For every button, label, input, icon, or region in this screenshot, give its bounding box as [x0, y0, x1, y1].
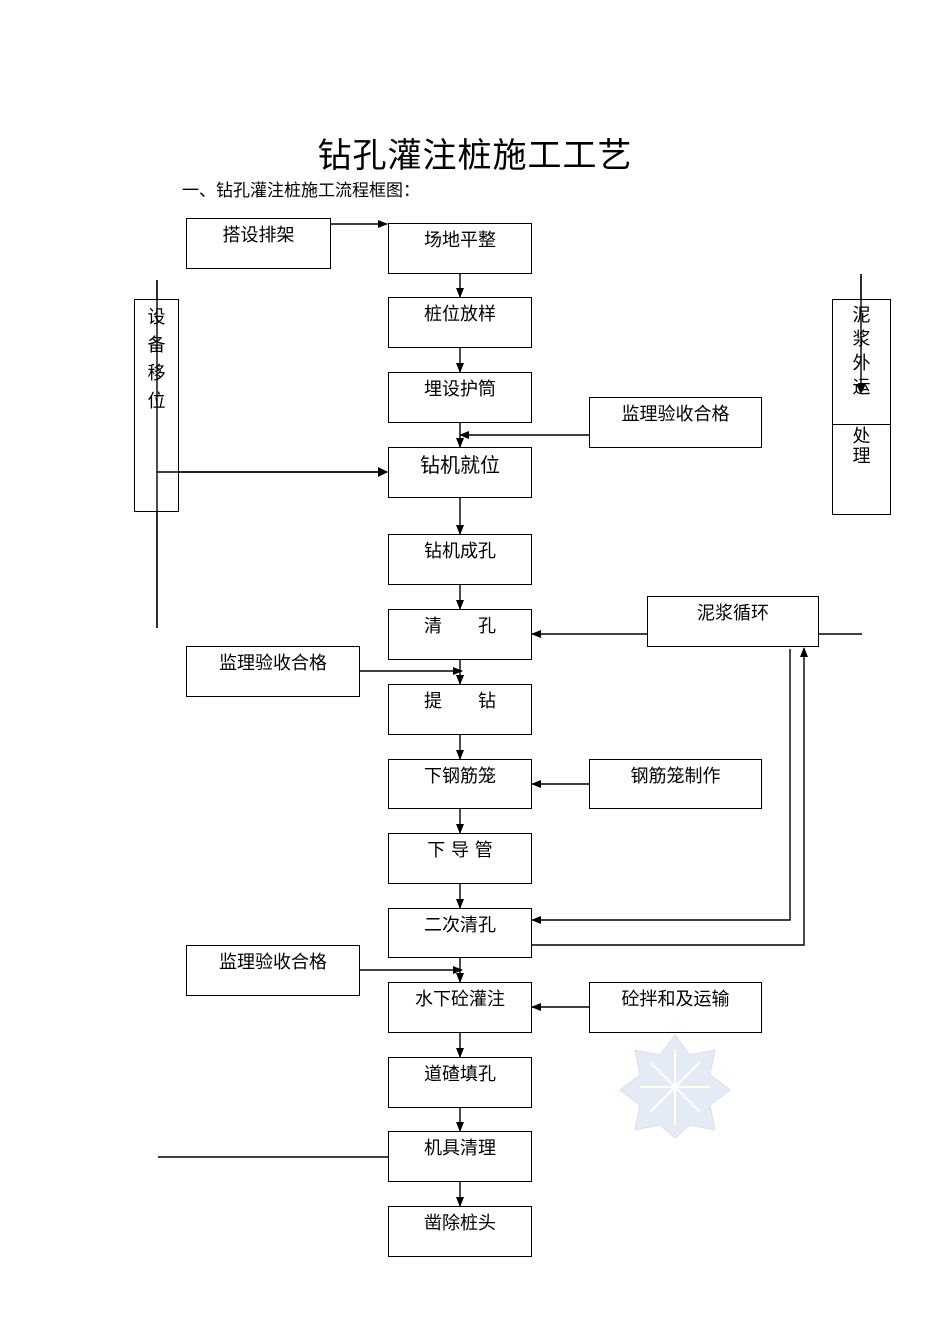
arrow-return-to-mud	[532, 647, 808, 946]
step-pile-layout: 桩位放样	[388, 297, 532, 348]
equipment-move-char: 移	[147, 363, 166, 384]
mud-treatment-char: 理	[852, 446, 871, 467]
side-inspection-3: 监理验收合格	[186, 945, 360, 996]
side-mud-treatment: 处 理	[832, 424, 891, 515]
step-second-cleaning: 二次清孔	[388, 908, 532, 958]
side-cage-fabrication: 钢筋笼制作	[589, 759, 762, 809]
side-scaffold: 搭设排架	[186, 218, 331, 269]
flowchart-heading: 一、钻孔灌注桩施工流程框图：	[182, 181, 420, 201]
equipment-move-char: 位	[147, 391, 166, 412]
arrow-mud-to-second-clean	[531, 649, 791, 924]
step-equipment-cleanup: 机具清理	[388, 1131, 532, 1182]
mud-transport-char: 泥	[852, 305, 871, 326]
side-mud-circulation: 泥浆循环	[647, 596, 819, 647]
step-drilling: 钻机成孔	[388, 534, 532, 585]
equipment-move-char: 备	[147, 335, 166, 356]
step-drill-positioning: 钻机就位	[388, 447, 532, 498]
side-concrete-mixing: 砼拌和及运输	[589, 982, 762, 1033]
step-lower-cage: 下钢筋笼	[388, 759, 532, 809]
step-lift-drill: 提 钻	[388, 684, 532, 735]
step-ballast-fill: 道碴填孔	[388, 1057, 532, 1108]
side-equipment-move: 设 备 移 位	[134, 299, 179, 512]
mud-transport-char: 运	[852, 377, 871, 398]
side-inspection-2: 监理验收合格	[186, 646, 360, 697]
snowflake-watermark-icon	[619, 1034, 731, 1139]
mud-treatment-char: 处	[852, 426, 871, 447]
page-title: 钻孔灌注桩施工工艺	[317, 136, 633, 176]
step-hole-cleaning: 清 孔	[388, 609, 532, 660]
mud-transport-char: 浆	[852, 329, 871, 350]
side-mud-transport: 泥 浆 外 运	[832, 299, 891, 425]
mud-transport-char: 外	[852, 353, 871, 374]
step-pile-head-chiseling: 凿除桩头	[388, 1206, 532, 1257]
step-underwater-concrete: 水下砼灌注	[388, 982, 532, 1033]
equipment-move-char: 设	[147, 307, 166, 328]
step-lower-tremie: 下 导 管	[388, 833, 532, 884]
step-site-leveling: 场地平整	[388, 223, 532, 274]
step-casing: 埋设护筒	[388, 372, 532, 423]
side-inspection-1: 监理验收合格	[589, 397, 762, 448]
